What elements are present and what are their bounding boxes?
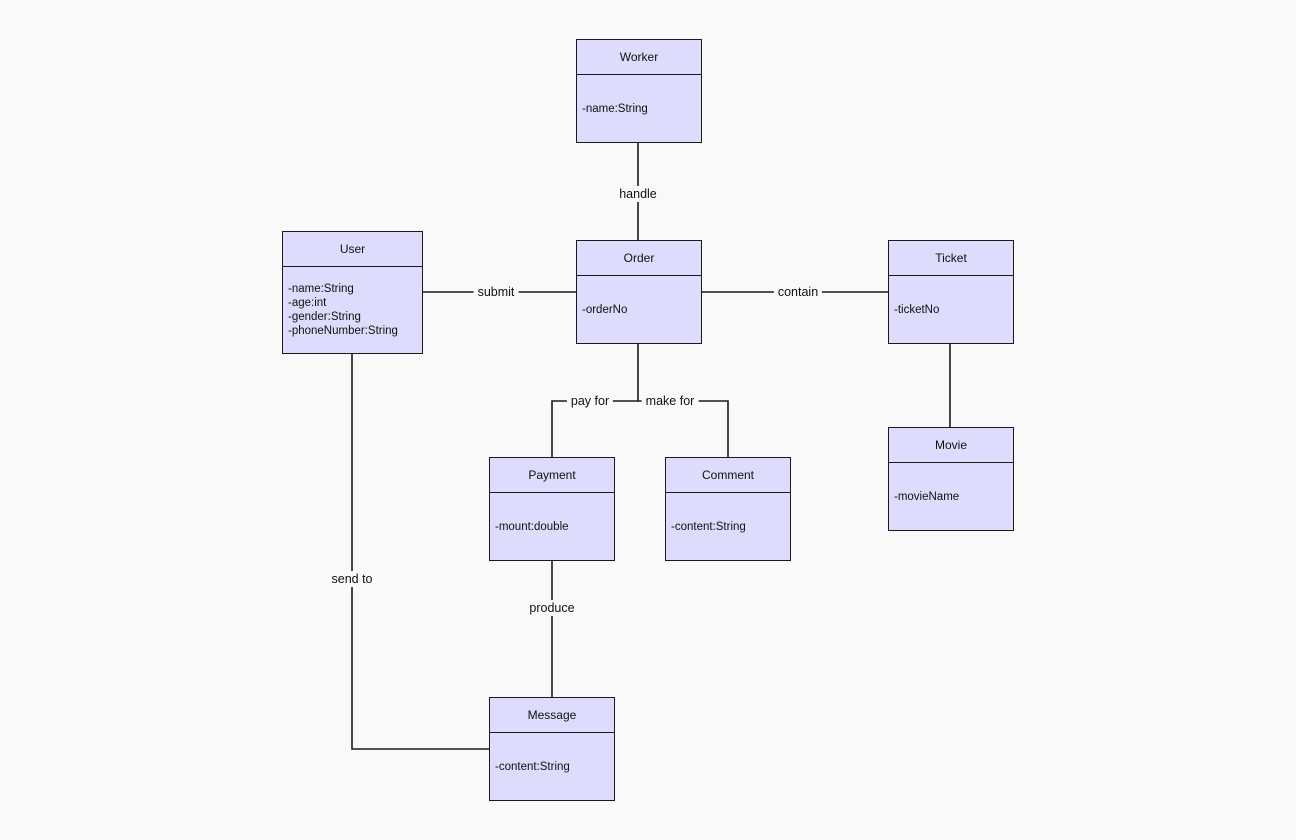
attribute: -ticketNo [894, 303, 940, 316]
attribute: -phoneNumber:String [288, 325, 398, 337]
class-name: Ticket [889, 241, 1013, 276]
class-attributes: -name:String -age:int -gender:String -ph… [283, 267, 422, 353]
relation-label-send-to: send to [327, 571, 377, 587]
class-payment[interactable]: Payment -mount:double [489, 457, 615, 561]
class-comment[interactable]: Comment -content:String [665, 457, 791, 561]
relation-label-contain: contain [773, 284, 823, 300]
class-attributes: -name:String [577, 75, 701, 142]
class-attributes: -content:String [490, 733, 614, 800]
class-attributes: -mount:double [490, 493, 614, 560]
class-attributes: -content:String [666, 493, 790, 560]
relation-label-produce: produce [525, 600, 579, 616]
attribute: -orderNo [582, 303, 628, 316]
class-name: Movie [889, 428, 1013, 463]
user-message-line [351, 353, 490, 750]
class-name: Worker [577, 40, 701, 75]
class-attributes: -ticketNo [889, 276, 1013, 343]
class-user[interactable]: User -name:String -age:int -gender:Strin… [282, 231, 423, 354]
attribute: -movieName [894, 490, 960, 503]
class-order[interactable]: Order -orderNo [576, 240, 702, 344]
attribute: -content:String [495, 760, 570, 773]
class-name: Message [490, 698, 614, 733]
attribute: -name:String [582, 102, 648, 115]
class-ticket[interactable]: Ticket -ticketNo [888, 240, 1014, 344]
relation-label-pay-for: pay for [566, 393, 614, 409]
class-message[interactable]: Message -content:String [489, 697, 615, 801]
attribute: -mount:double [495, 520, 569, 533]
class-worker[interactable]: Worker -name:String [576, 39, 702, 143]
attribute: -name:String [288, 283, 354, 295]
attribute: -gender:String [288, 311, 361, 323]
relation-label-make-for: make for [641, 393, 699, 409]
class-name: Order [577, 241, 701, 276]
order-comment-line [638, 400, 729, 458]
class-name: Payment [490, 458, 614, 493]
class-attributes: -movieName [889, 463, 1013, 530]
class-name: User [283, 232, 422, 267]
attribute: -age:int [288, 297, 327, 309]
relation-label-submit: submit [473, 284, 519, 300]
relation-label-handle: handle [615, 186, 661, 202]
attribute: -content:String [671, 520, 746, 533]
class-name: Comment [666, 458, 790, 493]
class-attributes: -orderNo [577, 276, 701, 343]
class-movie[interactable]: Movie -movieName [888, 427, 1014, 531]
